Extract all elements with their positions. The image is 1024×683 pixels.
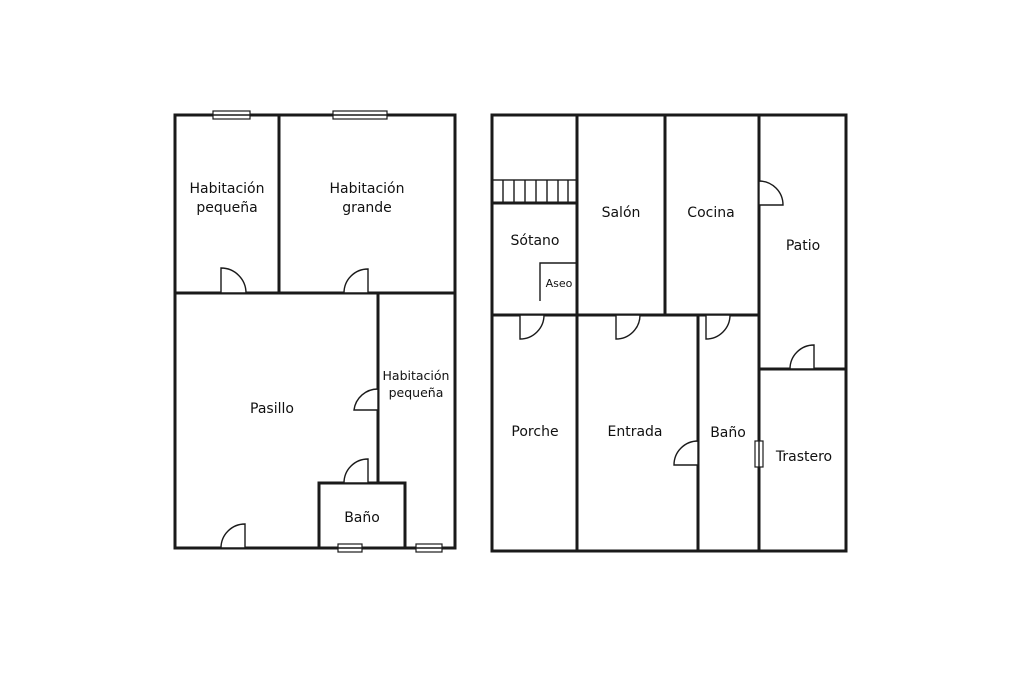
room-label-bano: Baño [710, 425, 746, 441]
room-label-hab-pequena-2: Habitación [383, 368, 450, 383]
aseo-partition [539, 262, 577, 301]
upper-outer-wall [173, 113, 457, 550]
lower-outer-wall [490, 113, 848, 553]
door-icon [758, 180, 784, 206]
room-label-hab-pequena-2: pequeña [389, 385, 444, 400]
room-label-hab-grande: Habitación [330, 181, 405, 197]
door-icon [673, 440, 699, 466]
door-icon [220, 267, 247, 294]
door-icon [789, 344, 815, 370]
room-label-aseo: Aseo [546, 277, 573, 290]
lower-floor: Sótano Aseo Salón Cocina Patio Porche En… [490, 113, 848, 553]
door-icon [353, 388, 379, 411]
upper-floor: Habitación pequeña Habitación grande Pas… [173, 110, 457, 553]
room-label-salon: Salón [602, 205, 641, 221]
room-label-entrada: Entrada [607, 424, 662, 440]
door-icon [343, 458, 369, 484]
room-label-sotano: Sótano [511, 233, 560, 249]
room-label-trastero: Trastero [775, 449, 832, 465]
room-label-hab-pequena: pequeña [196, 200, 257, 216]
room-label-cocina: Cocina [687, 205, 734, 221]
room-label-bano: Baño [344, 510, 380, 526]
room-label-hab-pequena: Habitación [190, 181, 265, 197]
door-icon [220, 523, 246, 549]
door-icon [519, 314, 545, 340]
room-label-patio: Patio [786, 238, 820, 254]
door-icon [615, 314, 641, 340]
door-icon [705, 314, 731, 340]
room-label-hab-grande: grande [342, 200, 392, 216]
stairs-icon [491, 179, 578, 204]
room-label-porche: Porche [511, 424, 558, 440]
room-label-pasillo: Pasillo [250, 401, 294, 417]
door-icon [343, 268, 369, 294]
